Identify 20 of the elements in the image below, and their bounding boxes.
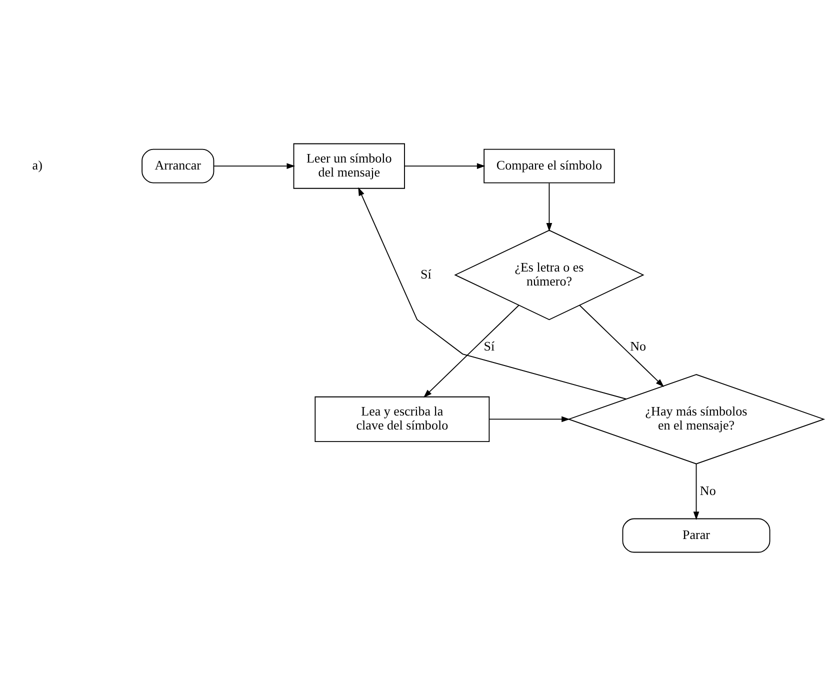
node-diamond: ¿Es letra o es número? xyxy=(454,230,644,320)
arrow xyxy=(423,304,520,398)
edge-label: No xyxy=(630,338,646,354)
arrow xyxy=(214,163,296,169)
arrow xyxy=(546,182,552,232)
arrow xyxy=(404,163,486,169)
label: a) xyxy=(32,158,42,172)
node-box: Compare el símbolo xyxy=(484,148,615,184)
arrow xyxy=(488,416,570,422)
edge-label: Sí xyxy=(484,338,495,354)
node-box: Lea y escriba la clave del símbolo xyxy=(314,396,490,442)
edge-label: Sí xyxy=(420,266,432,282)
node-box: Parar xyxy=(622,518,770,553)
node-box: Arrancar xyxy=(142,148,214,184)
node-box: Leer un símbolo del mensaje xyxy=(293,143,405,189)
arrow xyxy=(579,304,664,388)
arrow xyxy=(693,464,700,520)
arrow xyxy=(358,187,627,400)
edge-label: No xyxy=(700,482,716,498)
node-diamond: ¿Hay más símbolos en el mensaje? xyxy=(567,374,826,464)
